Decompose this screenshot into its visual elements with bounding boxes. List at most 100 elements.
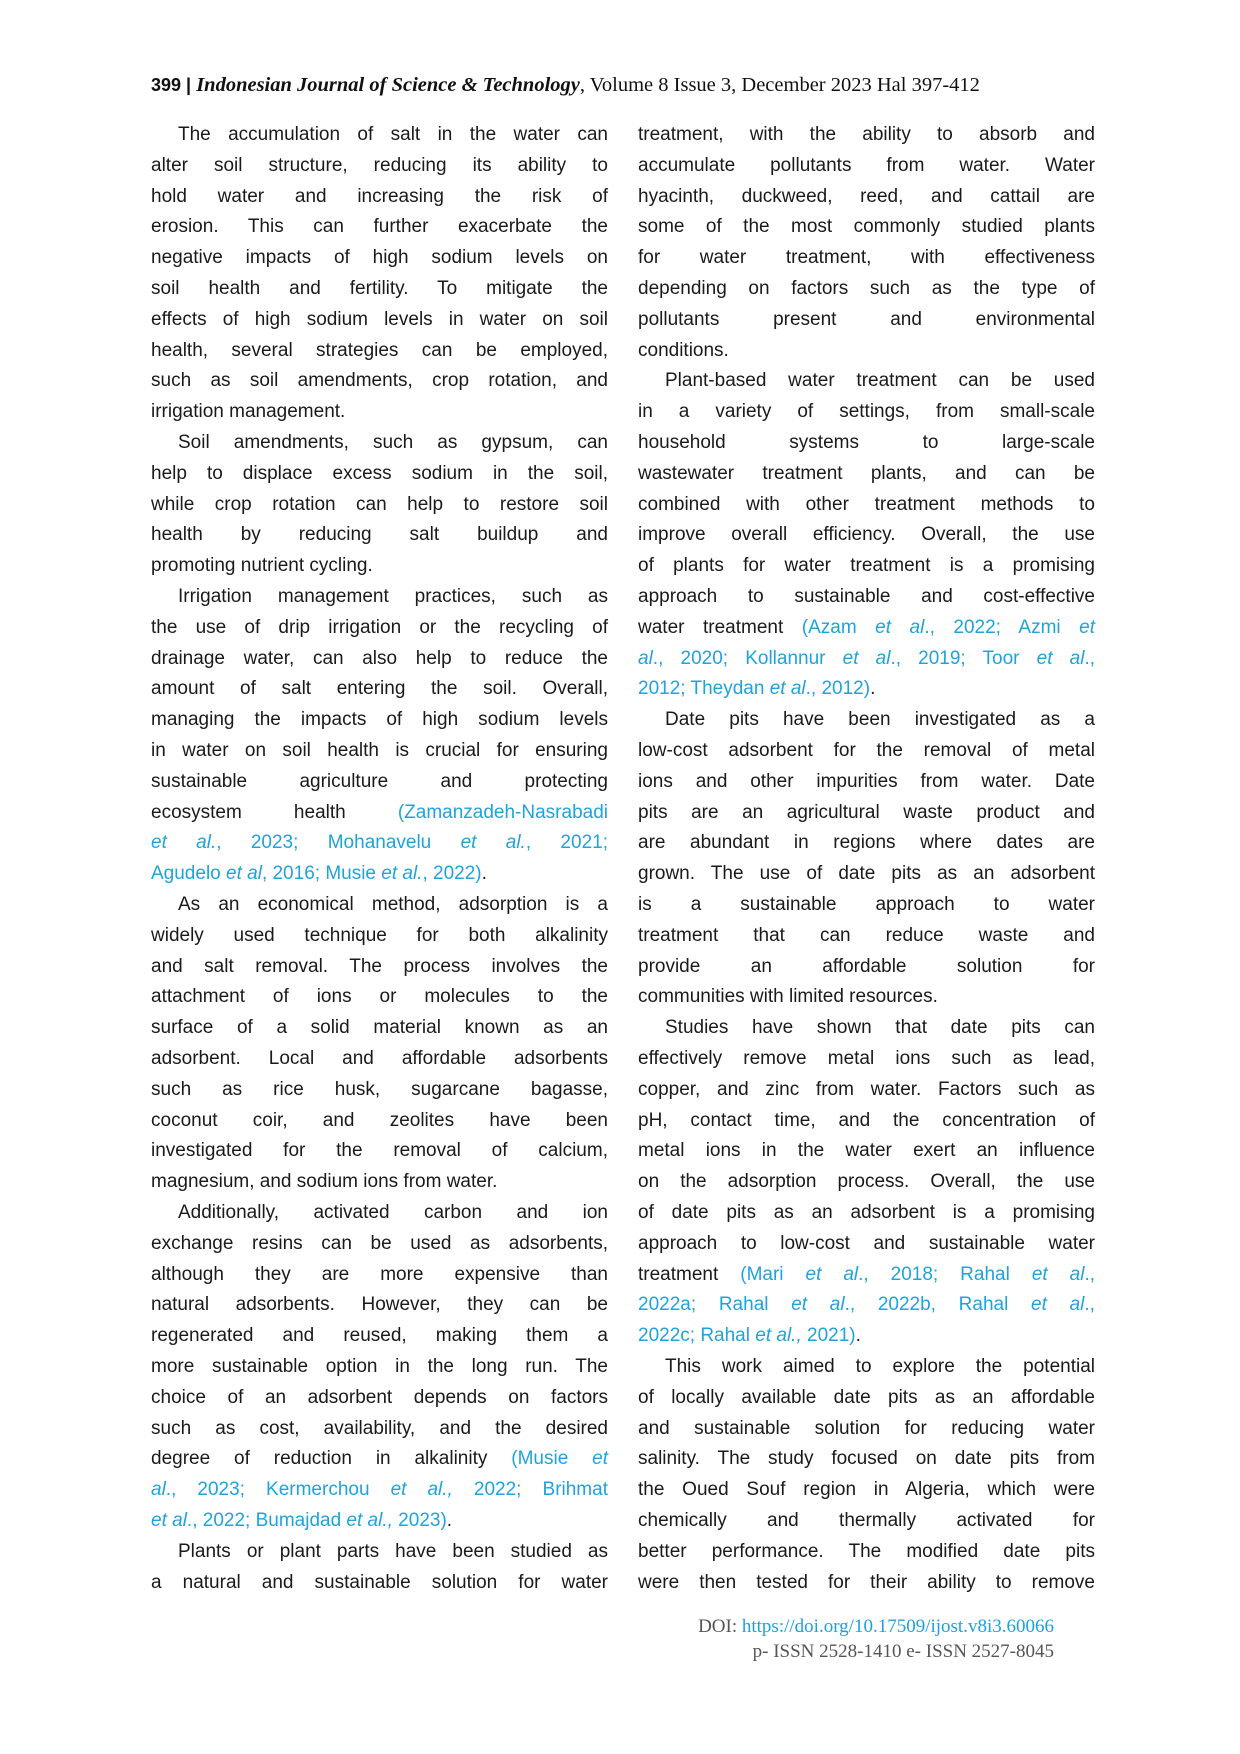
- text-span: health, several strategies can be employ…: [151, 339, 608, 361]
- text-span: pH, contact time, and the concentration …: [638, 1109, 1095, 1131]
- page-number: 399 |: [151, 75, 192, 95]
- text-line: provide an affordable solution for: [638, 952, 1095, 982]
- text-span: the use of drip irrigation or the recycl…: [151, 616, 608, 638]
- text-span: health by reducing salt buildup and: [151, 524, 608, 546]
- citation[interactable]: et al: [226, 863, 262, 885]
- citation[interactable]: (Azam: [801, 616, 876, 638]
- text-line: pits are an agricultural waste product a…: [638, 798, 1095, 828]
- text-line: of plants for water treatment is a promi…: [638, 551, 1095, 581]
- citation[interactable]: et: [1079, 616, 1095, 638]
- text-line: for water treatment, with effectiveness: [638, 243, 1095, 273]
- citation[interactable]: al: [151, 1479, 166, 1501]
- text-line: ecosystem health (Zamanzadeh-Nasrabadi: [151, 798, 608, 828]
- text-span: treatment, with the ability to absorb an…: [638, 124, 1095, 145]
- citation[interactable]: ., 2018; Rahal: [858, 1263, 1032, 1285]
- text-span: treatment: [638, 1263, 741, 1285]
- text-span: conditions.: [638, 339, 729, 361]
- text-span: and salt removal. The process involves t…: [151, 955, 608, 977]
- text-line: sustainable agriculture and protecting: [151, 767, 608, 797]
- citation[interactable]: et: [592, 1448, 609, 1470]
- citation[interactable]: et al: [875, 616, 925, 638]
- citation[interactable]: et al.: [381, 863, 423, 885]
- text-line: health by reducing salt buildup and: [151, 520, 608, 550]
- text-line: and salt removal. The process involves t…: [151, 952, 608, 982]
- citation[interactable]: et al: [769, 678, 806, 700]
- citation[interactable]: , 2022): [422, 863, 482, 885]
- text-line: more sustainable option in the long run.…: [151, 1352, 608, 1382]
- text-span: pits are an agricultural waste product a…: [638, 801, 1095, 823]
- citation[interactable]: ., 2022; Azmi: [924, 616, 1080, 638]
- text-line: As an economical method, adsorption is a: [178, 890, 608, 920]
- text-line: water treatment (Azam et al., 2022; Azmi…: [638, 613, 1095, 643]
- text-line: such as rice husk, sugarcane bagasse,: [151, 1075, 608, 1105]
- page-footer: DOI: https://doi.org/10.17509/ijost.v8i3…: [698, 1614, 1054, 1664]
- citation[interactable]: al: [638, 647, 653, 669]
- text-line: of locally available date pits as an aff…: [638, 1383, 1095, 1413]
- text-line: drainage water, can also help to reduce …: [151, 644, 608, 674]
- citation[interactable]: ., 2020; Kollannur: [652, 647, 843, 669]
- citation[interactable]: et al.: [460, 832, 526, 854]
- citation[interactable]: , 2016; Musie: [261, 863, 382, 885]
- text-line: amount of salt entering the soil. Overal…: [151, 674, 608, 704]
- text-span: This work aimed to explore the potential: [665, 1356, 1095, 1377]
- text-line: al., 2020; Kollannur et al., 2019; Toor …: [638, 644, 1095, 674]
- citation[interactable]: ., 2019; Toor: [890, 647, 1037, 669]
- text-span: The accumulation of salt in the water ca…: [178, 124, 608, 145]
- citation[interactable]: et al: [1036, 647, 1085, 669]
- citation[interactable]: et al.,: [755, 1325, 802, 1347]
- text-span: Date pits have been investigated as a: [665, 709, 1095, 731]
- text-line: are abundant in regions where dates are: [638, 828, 1095, 858]
- text-line: widely used technique for both alkalinit…: [151, 921, 608, 951]
- text-line: the Oued Souf region in Algeria, which w…: [638, 1475, 1095, 1505]
- citation[interactable]: ., 2023; Kermerchou: [165, 1479, 391, 1501]
- text-line: is a sustainable approach to water: [638, 890, 1095, 920]
- text-line: chemically and thermally activated for: [638, 1506, 1095, 1536]
- text-line: natural adsorbents. However, they can be: [151, 1290, 608, 1320]
- citation[interactable]: Agudelo: [151, 863, 227, 885]
- citation[interactable]: .,: [1084, 1294, 1095, 1316]
- citation[interactable]: (Zamanzadeh-Nasrabadi: [397, 801, 608, 823]
- text-span: some of the most commonly studied plants: [638, 216, 1095, 238]
- citation[interactable]: et al.,: [346, 1510, 393, 1531]
- text-line: combined with other treatment methods to: [638, 490, 1095, 520]
- text-span: approach to sustainable and cost-effecti…: [638, 586, 1095, 607]
- citation[interactable]: et al: [1031, 1263, 1085, 1285]
- citation[interactable]: et al.,: [390, 1479, 453, 1501]
- text-span: such as cost, availability, and the desi…: [151, 1417, 608, 1439]
- citation[interactable]: et al: [151, 1510, 187, 1531]
- citation[interactable]: et al: [842, 647, 891, 669]
- doi-link[interactable]: https://doi.org/10.17509/ijost.v8i3.6006…: [741, 1616, 1054, 1637]
- text-line: coconut coir, and zeolites have been: [151, 1106, 608, 1136]
- citation[interactable]: ., 2022b, Rahal: [844, 1294, 1032, 1316]
- text-span: adsorbent. Local and affordable adsorben…: [151, 1048, 608, 1069]
- citation[interactable]: ., 2022; Bumajdad: [186, 1510, 347, 1531]
- citation[interactable]: 2021): [801, 1325, 856, 1347]
- citation[interactable]: et al.: [151, 832, 217, 854]
- citation[interactable]: ., 2012): [805, 678, 871, 700]
- text-line: erosion. This can further exacerbate the: [151, 212, 608, 242]
- citation[interactable]: 2022; Brihmat: [452, 1479, 608, 1501]
- citation[interactable]: et al: [805, 1263, 859, 1285]
- citation[interactable]: (Mari: [740, 1263, 806, 1285]
- text-line: communities with limited resources.: [638, 982, 1095, 1012]
- text-line: et al., 2023; Mohanavelu et al., 2021;: [151, 828, 608, 858]
- text-line: surface of a solid material known as an: [151, 1013, 608, 1043]
- citation[interactable]: 2023): [392, 1510, 447, 1531]
- citation[interactable]: 2022c; Rahal: [638, 1325, 756, 1347]
- citation[interactable]: , 2023; Mohanavelu: [216, 832, 461, 854]
- citation[interactable]: .,: [1084, 647, 1096, 669]
- text-span: combined with other treatment methods to: [638, 493, 1095, 515]
- citation[interactable]: 2022a; Rahal: [638, 1294, 792, 1316]
- citation[interactable]: 2012; Theydan: [638, 678, 770, 700]
- citation[interactable]: et al: [1031, 1294, 1085, 1316]
- text-line: promoting nutrient cycling.: [151, 551, 608, 581]
- citation[interactable]: et al: [791, 1294, 845, 1316]
- text-line: alter soil structure, reducing its abili…: [151, 151, 608, 181]
- text-span: on the adsorption process. Overall, the …: [638, 1171, 1095, 1193]
- text-line: pH, contact time, and the concentration …: [638, 1106, 1095, 1136]
- citation[interactable]: (Musie: [511, 1448, 593, 1470]
- citation[interactable]: , 2021;: [525, 832, 608, 854]
- text-line: attachment of ions or molecules to the: [151, 982, 608, 1012]
- text-line: while crop rotation can help to restore …: [151, 490, 608, 520]
- citation[interactable]: .,: [1084, 1263, 1095, 1285]
